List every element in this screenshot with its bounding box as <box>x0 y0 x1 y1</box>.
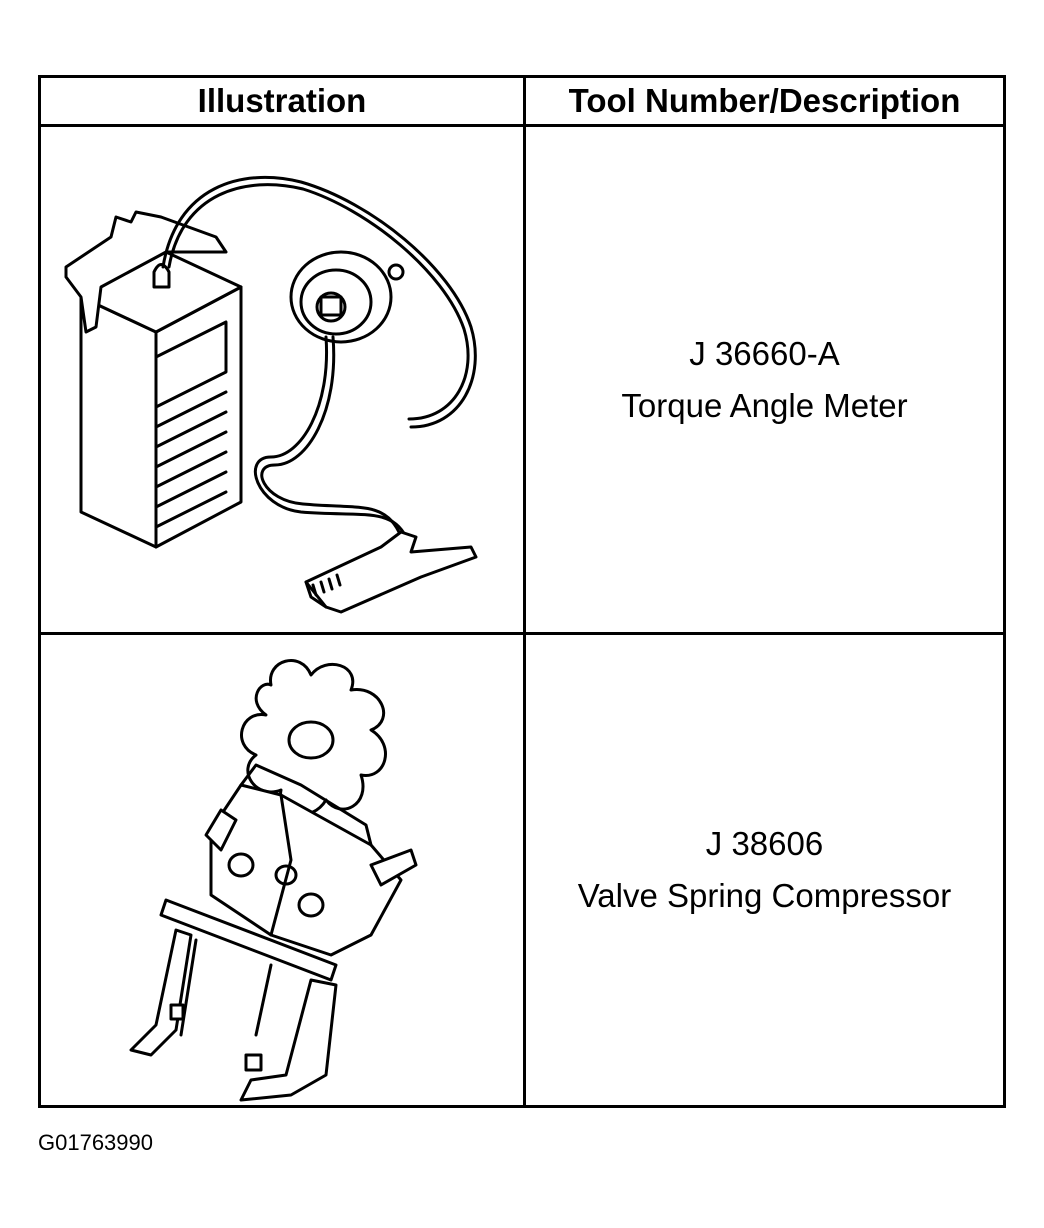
tool-description-row-1: J 36660-A Torque Angle Meter <box>526 127 1003 632</box>
header-tool-description: Tool Number/Description <box>568 82 961 119</box>
tool-number: J 38606 <box>705 825 824 862</box>
tool-table: Illustration Tool Number/Description <box>38 75 1006 1108</box>
header-illustration: Illustration <box>197 82 367 119</box>
valve-spring-compressor-illustration <box>41 635 523 1105</box>
tool-description-row-2: J 38606 Valve Spring Compressor <box>526 635 1003 1105</box>
header-divider <box>41 124 1003 127</box>
torque-angle-meter-illustration <box>41 127 523 632</box>
tool-number: J 36660-A <box>689 334 840 372</box>
torque-angle-meter-icon <box>64 175 478 614</box>
column-divider <box>523 78 526 1105</box>
figure-id: G01763990 <box>38 1130 153 1155</box>
tool-description: Valve Spring Compressor <box>577 877 952 914</box>
row-divider <box>41 632 1003 635</box>
valve-spring-compressor-icon <box>129 659 418 1102</box>
tool-description: Torque Angle Meter <box>621 386 908 424</box>
